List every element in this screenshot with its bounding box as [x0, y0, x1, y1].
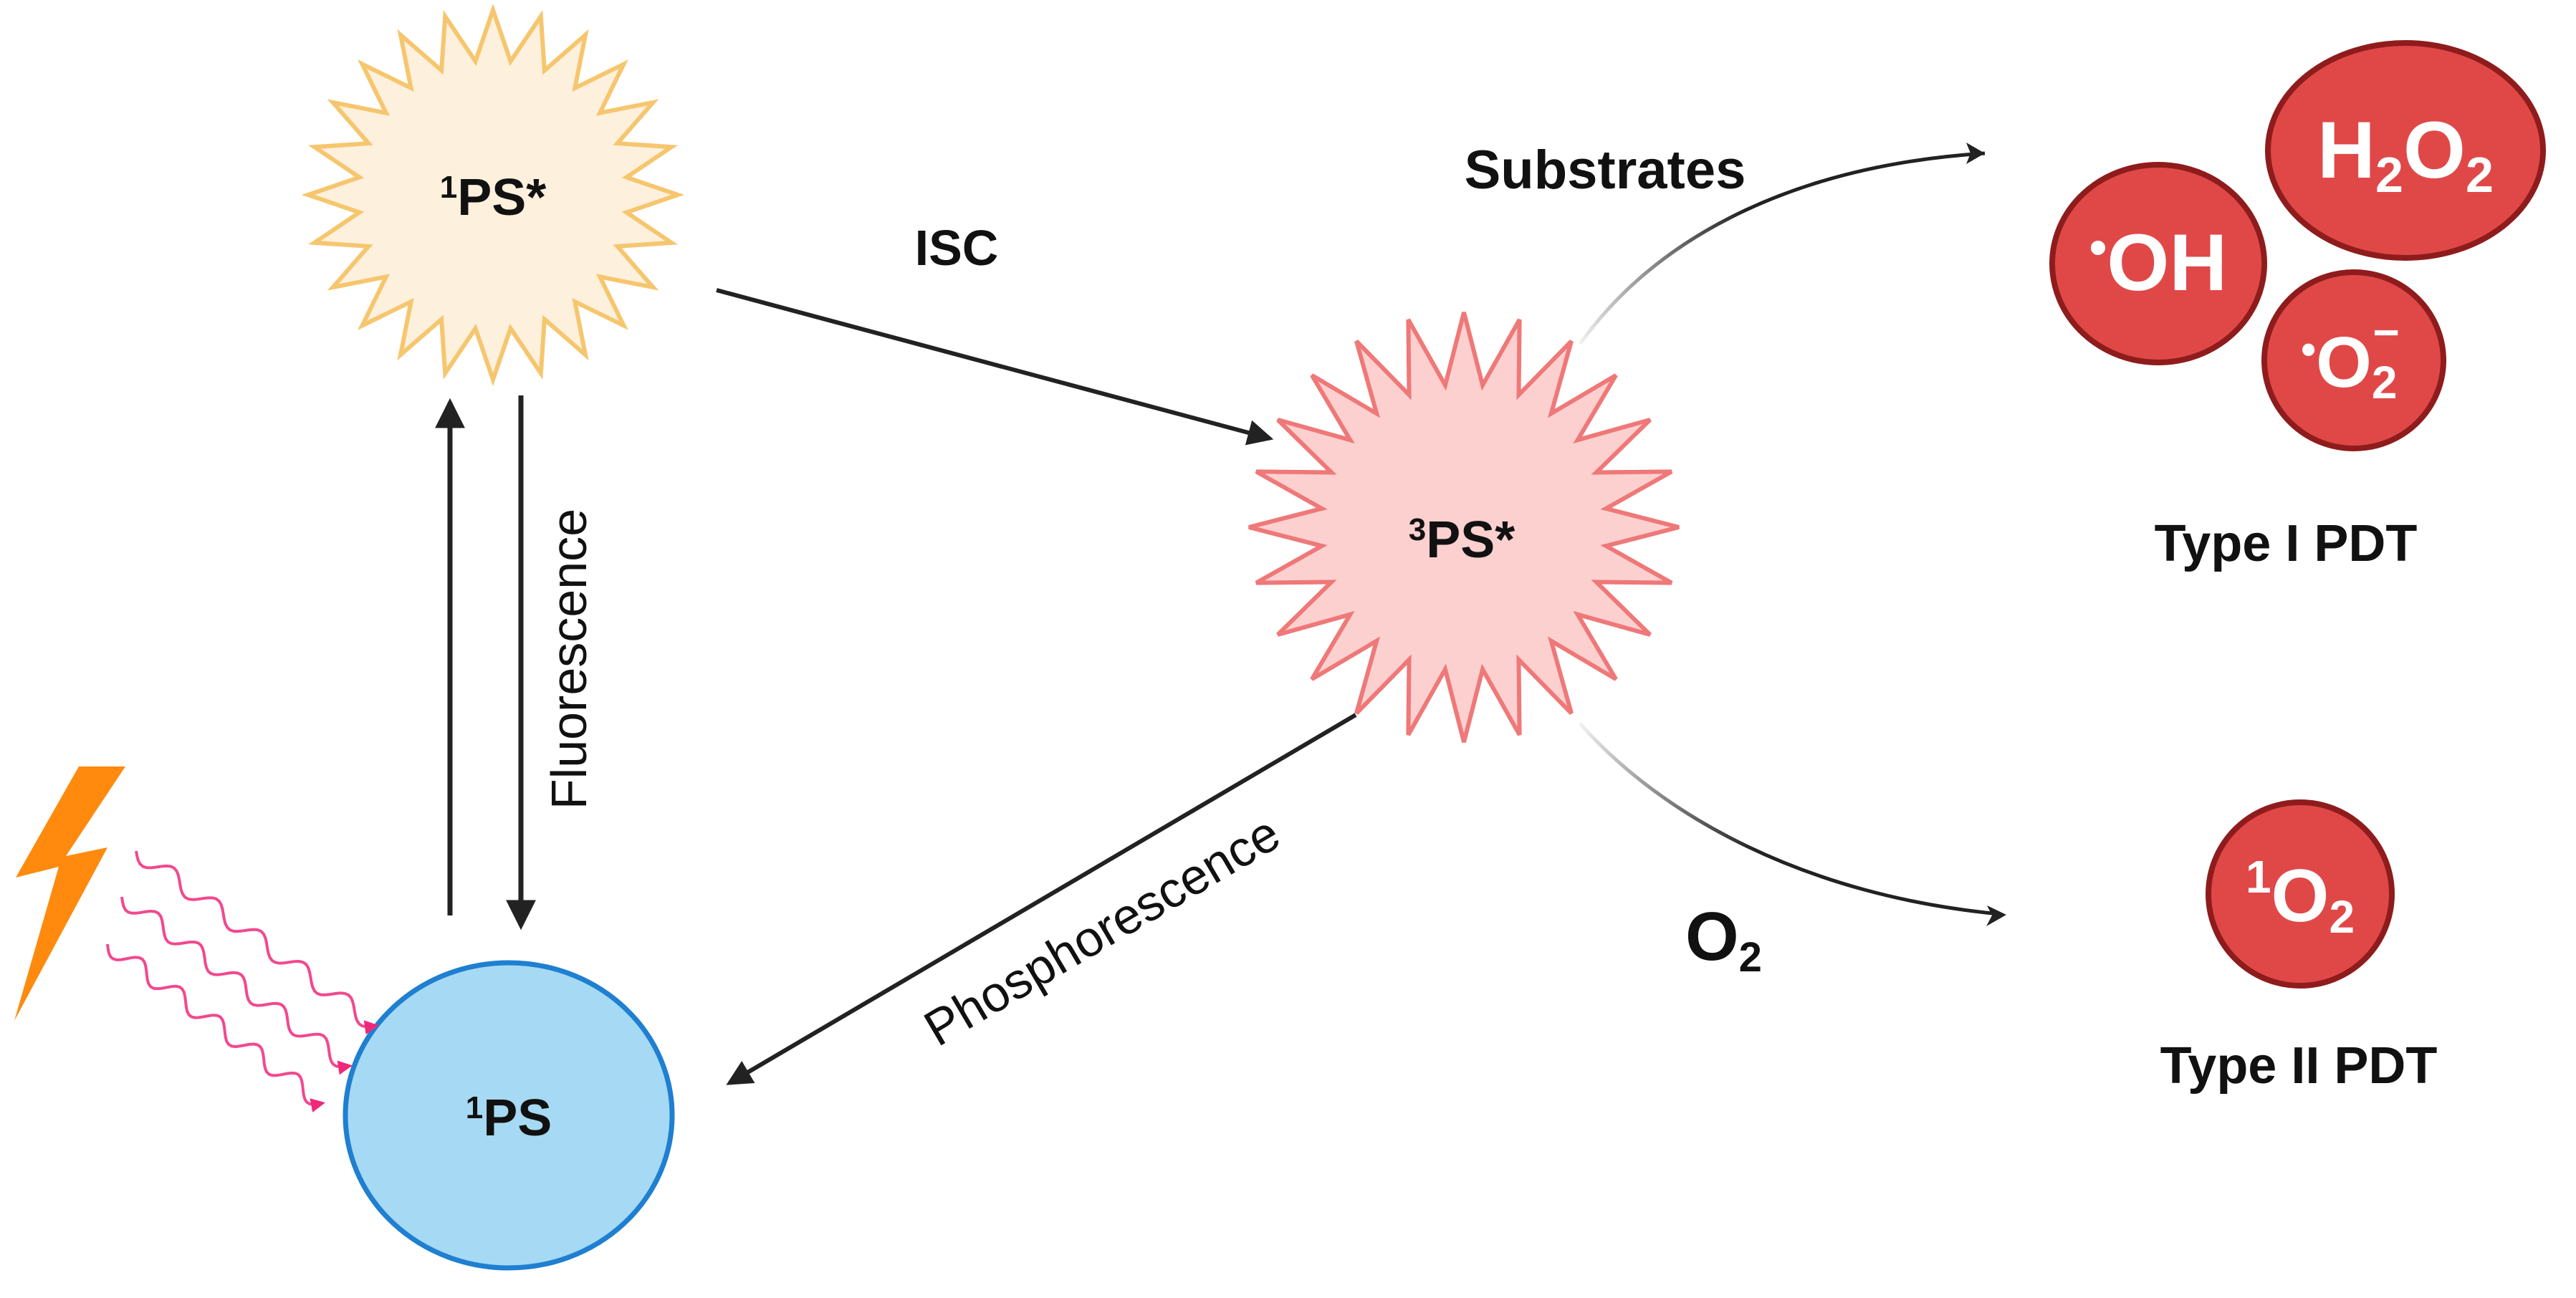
singlet-oxygen-main: O	[2271, 855, 2330, 938]
phosphorescence-label: Phosphorescence	[915, 805, 1289, 1057]
type1-pathway-arrowhead	[1966, 143, 1985, 164]
light-wave-1	[135, 850, 379, 1035]
triplet-excited-label: 3PS*	[1409, 511, 1516, 569]
triplet-excited-main: PS*	[1426, 511, 1515, 569]
superoxide-label: •O2−	[2301, 307, 2400, 408]
triplet-excited-sup: 3	[1409, 512, 1426, 547]
type1-pathway-curve	[1578, 151, 1986, 345]
superoxide-main: O	[2316, 322, 2372, 403]
oxygen-label: O2	[1685, 898, 1762, 981]
hydrogen-peroxide-label: H2O2	[2317, 105, 2494, 203]
oxygen-sub: 2	[1739, 934, 1762, 981]
type2-pathway-arrowhead	[1986, 905, 2006, 926]
superoxide-dot: •	[2301, 325, 2316, 373]
hydroxyl-dot: •	[2089, 219, 2107, 275]
lightning-bolt-icon	[14, 766, 125, 1021]
hydrogen-peroxide-bubble	[2265, 40, 2546, 261]
hydroxyl-radical-bubble	[2049, 162, 2267, 365]
type1-ros-cluster: •OH H2O2 •O2−	[2049, 40, 2546, 451]
isc-label: ISC	[915, 220, 999, 276]
singlet-oxygen-sup: 1	[2246, 851, 2271, 903]
phosphorescence-arrow	[726, 713, 1357, 1085]
fluorescence-label: Fluorescence	[541, 509, 597, 809]
type1-pdt-label: Type I PDT	[2155, 515, 2418, 572]
peroxide-sub1: 2	[2375, 147, 2403, 203]
hydroxyl-radical-label: •OH	[2089, 218, 2228, 307]
hydroxyl-main: OH	[2107, 218, 2227, 307]
ground-state: 1PS	[343, 960, 675, 1271]
type2-pdt-label: Type II PDT	[2160, 1037, 2438, 1095]
singlet-excited-sup: 1	[440, 170, 457, 205]
superoxide-bubble	[2261, 269, 2446, 451]
isc-arrow	[716, 288, 1274, 446]
type2-pathway-curve	[1579, 722, 2000, 916]
superoxide-sub: 2	[2372, 357, 2398, 408]
singlet-excited-main: PS*	[457, 169, 546, 226]
light-wave-2	[120, 896, 353, 1075]
singlet-oxygen-label: 1O2	[2246, 851, 2355, 943]
peroxide-h: H	[2317, 105, 2375, 195]
superoxide-charge: −	[2373, 307, 2400, 358]
ground-state-main: PS	[483, 1090, 552, 1147]
triplet-excited-burst	[1248, 312, 1680, 743]
substrates-label: Substrates	[1465, 140, 1746, 201]
ground-state-sup: 1	[466, 1090, 483, 1125]
singlet-excited-state: 1PS*	[301, 3, 685, 387]
singlet-excited-label: 1PS*	[440, 169, 547, 226]
peroxide-o: O	[2403, 105, 2466, 195]
peroxide-sub2: 2	[2466, 147, 2494, 203]
ground-state-circle	[343, 960, 675, 1271]
wavy-light-arrows-icon	[106, 850, 379, 1112]
triplet-excited-state: 3PS*	[1248, 312, 1680, 743]
singlet-excited-burst	[301, 3, 685, 387]
singlet-oxygen-bubble	[2206, 799, 2395, 989]
type2-ros: 1O2	[2206, 799, 2395, 989]
ground-state-label: 1PS	[466, 1090, 552, 1147]
singlet-oxygen-sub: 2	[2329, 891, 2355, 943]
light-wave-3	[106, 943, 325, 1112]
oxygen-main: O	[1685, 898, 1739, 975]
